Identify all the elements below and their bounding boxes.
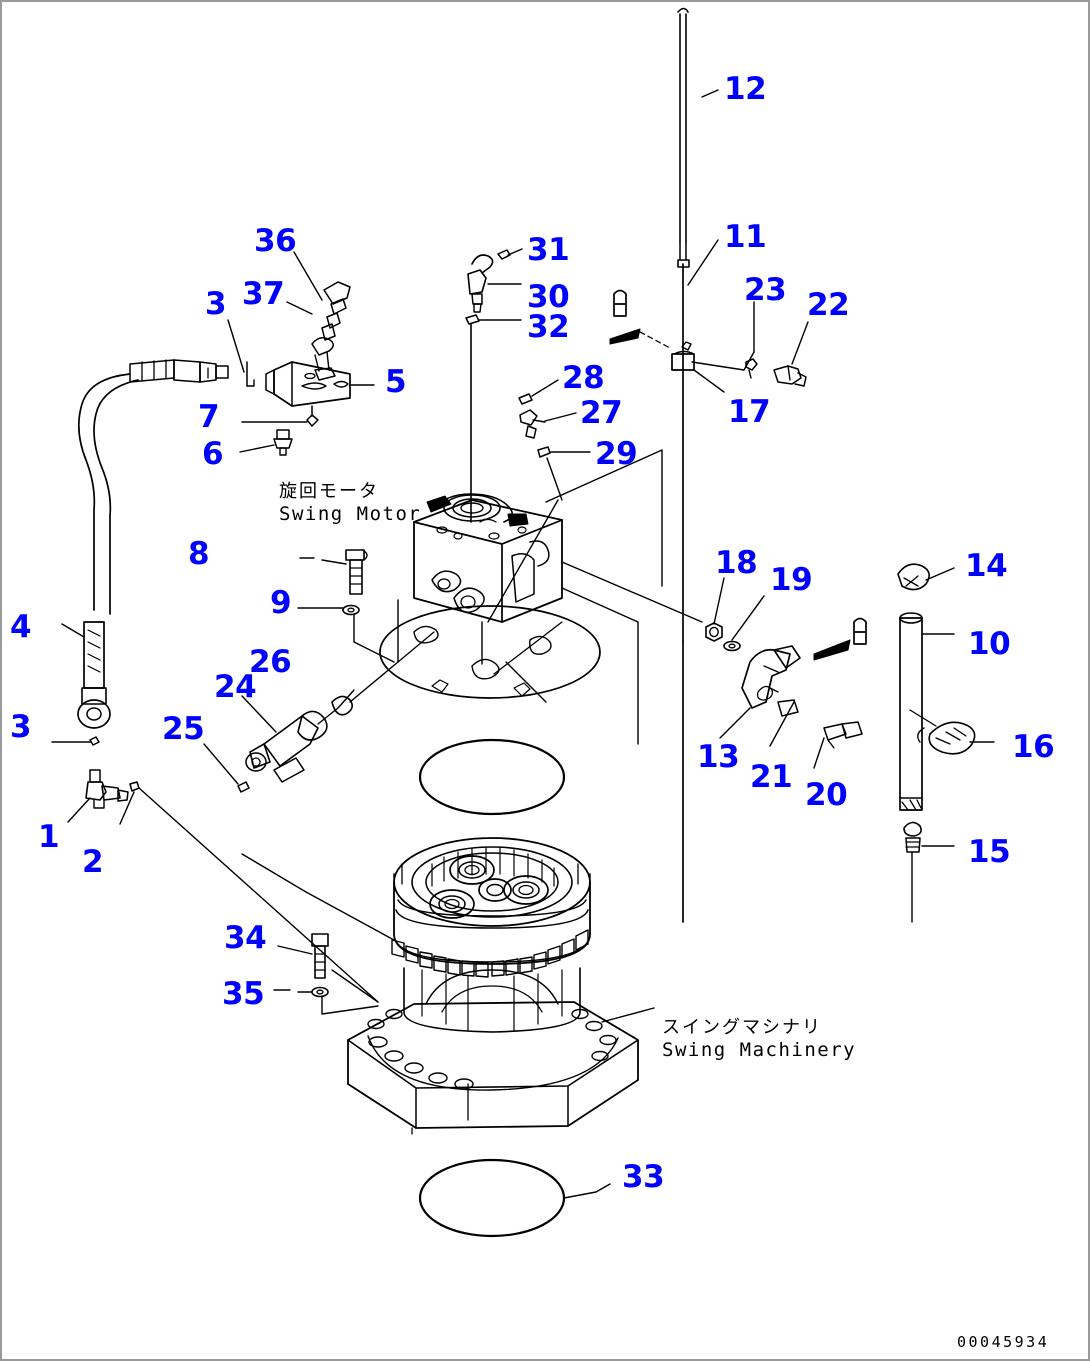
label-swing-motor: 旋回モータ Swing Motor [279, 480, 421, 526]
part-8-bolt [345, 549, 368, 595]
part-12-hose [677, 7, 689, 261]
label-swing-motor-kana: 旋回モータ [279, 481, 379, 502]
part-5-manifold [265, 361, 351, 407]
callout-11: 11 [724, 219, 767, 255]
part-16-clamp [917, 721, 976, 755]
callout-20: 20 [805, 777, 848, 813]
callout-9: 9 [270, 585, 292, 621]
callout-1: 1 [38, 819, 60, 855]
callout-27: 27 [580, 395, 623, 431]
callout-16: 16 [1012, 729, 1055, 765]
callout-6: 6 [202, 436, 224, 472]
part-3-pin-lower [89, 736, 100, 746]
part-13-bracket [741, 645, 801, 717]
callout-34: 34 [224, 920, 267, 956]
callout-26: 26 [249, 644, 292, 680]
part-27-fitting [519, 409, 546, 439]
bracket-mark-top [609, 289, 671, 349]
part-3-pin-upper [246, 361, 255, 387]
part-22-elbow [773, 365, 807, 387]
callout-29: 29 [595, 436, 638, 472]
part-11-line [677, 259, 690, 923]
part-30-fitting [467, 254, 494, 313]
part-26-oring [331, 695, 354, 716]
label-swing-machinery-roman: Swing Machinery [662, 1039, 857, 1061]
callout-25: 25 [162, 711, 205, 747]
callout-35: 35 [222, 976, 265, 1012]
swing-machinery-assembly [347, 837, 639, 1135]
part-34-bolt [311, 933, 329, 979]
part-7-plug [306, 405, 319, 427]
part-19-washer [723, 640, 741, 652]
document-number: 00045934 [957, 1333, 1050, 1351]
part-6-bolt [273, 429, 293, 456]
callout-18: 18 [715, 545, 758, 581]
part-20-bolt [823, 721, 863, 749]
callout-2: 2 [82, 844, 104, 880]
swing-motor-assembly [379, 493, 601, 699]
callout-10: 10 [968, 626, 1011, 662]
label-swing-machinery-kana: スイングマシナリ [662, 1017, 822, 1038]
callout-22: 22 [807, 287, 850, 323]
callout-23: 23 [744, 272, 787, 308]
hose-end-fitting-upper-left [129, 359, 229, 383]
callout-36: 36 [254, 223, 297, 259]
part-31-pin [497, 249, 511, 260]
callout-7: 7 [198, 399, 220, 435]
seal-oring-upper [418, 738, 566, 816]
part-28-pin [518, 393, 533, 405]
part-15-bolt [903, 821, 922, 923]
part-23-fitting [745, 358, 758, 379]
part-37-seat [311, 337, 336, 381]
part-10-rod [899, 612, 923, 811]
callout-8: 8 [188, 536, 210, 572]
callout-30: 30 [527, 279, 570, 315]
callout-32: 32 [527, 309, 570, 345]
part-35-washer [311, 986, 379, 1015]
part-9-washer [342, 604, 395, 663]
part-24-valve [245, 710, 328, 783]
callout-3b: 3 [10, 709, 32, 745]
part-29-pin [537, 446, 563, 501]
part-32-pin [465, 314, 480, 523]
part-2-pin [119, 781, 379, 1003]
label-swing-motor-roman: Swing Motor [279, 503, 422, 525]
callout-33: 33 [622, 1159, 665, 1195]
part-4-hose [77, 373, 139, 729]
label-swing-machinery: スイングマシナリ Swing Machinery [662, 1016, 856, 1062]
part-18-nut [705, 622, 723, 642]
part-14-nut [897, 563, 930, 591]
callout-31: 31 [527, 232, 570, 268]
callout-3: 3 [205, 286, 227, 322]
callout-28: 28 [562, 360, 605, 396]
callout-37: 37 [242, 276, 285, 312]
callout-21: 21 [750, 759, 793, 795]
part-1-tee-fitting [85, 769, 129, 809]
bracket-arrow-right [813, 617, 867, 661]
callout-13: 13 [697, 739, 740, 775]
callout-12: 12 [724, 71, 767, 107]
part-33-oring [418, 1158, 566, 1238]
callout-14: 14 [965, 548, 1008, 584]
part-25-pin [237, 781, 250, 793]
callout-19: 19 [770, 562, 813, 598]
part-36-bolt [321, 281, 351, 341]
callout-4: 4 [10, 609, 32, 645]
callout-5: 5 [385, 364, 407, 400]
callout-15: 15 [968, 834, 1011, 870]
callout-17: 17 [728, 394, 771, 430]
callout-24: 24 [214, 669, 257, 705]
